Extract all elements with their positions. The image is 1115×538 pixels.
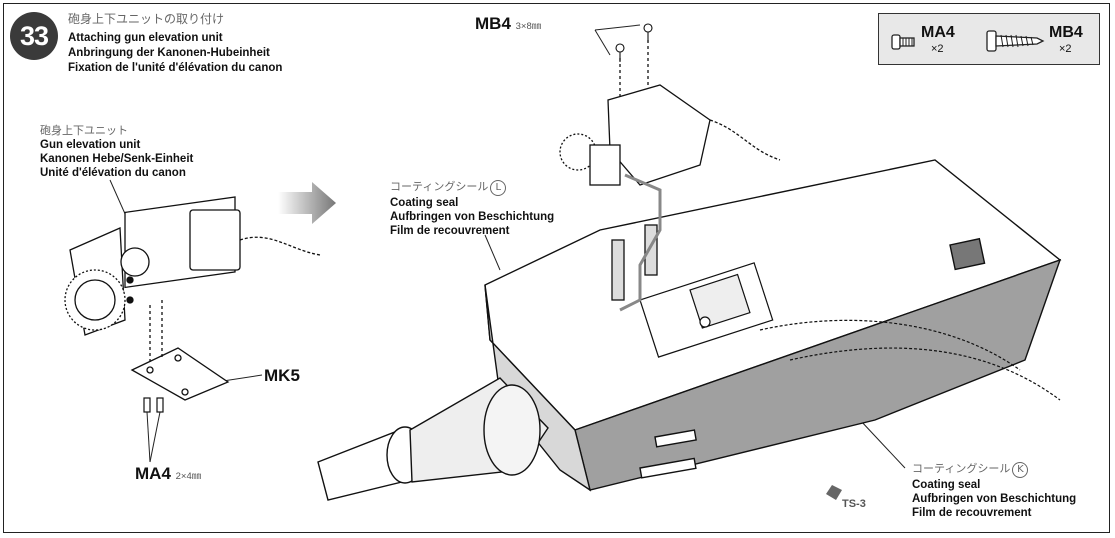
mb4-screw-icon [986, 30, 1045, 52]
hw-item2-qty: ×2 [1059, 43, 1072, 55]
unit-label-de: Kanonen Hebe/Senk-Einheit [40, 153, 194, 165]
seal-k-mark: K [1012, 462, 1029, 478]
step-title-fr: Fixation de l'unité d'élévation du canon [68, 62, 283, 74]
hw-item1-label: MA4 [921, 24, 955, 41]
hw-item2-label: MB4 [1049, 24, 1083, 41]
seal-k-label-de: Aufbringen von Beschichtung [912, 493, 1077, 505]
seal-k-label-en: Coating seal [912, 479, 981, 491]
seal-l-mark: L [490, 180, 507, 196]
step-title-jp: 砲身上下ユニットの取り付け [68, 12, 225, 26]
unit-label-fr: Unité d'élévation du canon [40, 167, 186, 179]
seal-l-label-de: Aufbringen von Beschichtung [390, 211, 555, 223]
ts3-callout: TS-3 [842, 498, 866, 510]
ma4-screw-icon [891, 34, 915, 50]
step-title-en: Attaching gun elevation unit [68, 32, 223, 44]
step-title-de: Anbringung der Kanonen-Hubeinheit [68, 47, 270, 59]
unit-label-en: Gun elevation unit [40, 139, 141, 151]
ma4-callout: MA4 2×4㎜ [135, 464, 202, 483]
hardware-parts-box: MA4 ×2 MB4 ×2 [878, 13, 1100, 65]
hardware-icons [891, 30, 1045, 52]
instruction-frame [3, 3, 1110, 533]
mb4-callout: MB4 3×8㎜ [475, 14, 542, 33]
hw-item1-qty: ×2 [931, 43, 944, 55]
seal-l-label-fr: Film de recouvrement [390, 225, 510, 237]
seal-k-label-fr: Film de recouvrement [912, 507, 1032, 519]
mk5-callout: MK5 [264, 366, 300, 385]
seal-l-label-en: Coating seal [390, 197, 459, 209]
step-number-badge: 33 [10, 12, 58, 60]
unit-label-jp: 砲身上下ユニット [40, 124, 128, 137]
